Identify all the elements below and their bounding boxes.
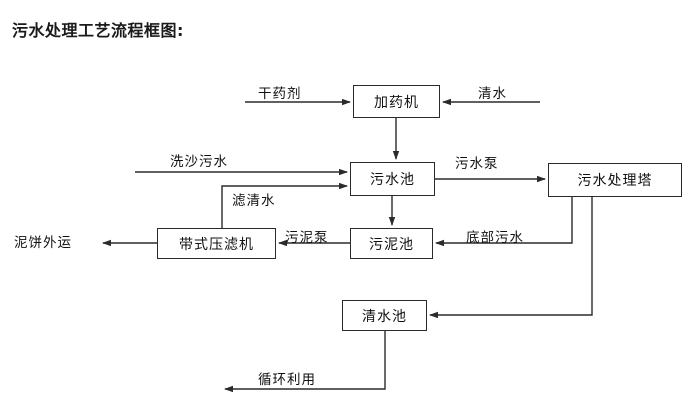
node-belt-filter-press-label: 带式压滤机	[179, 236, 254, 253]
node-treatment-tower[interactable]: 污水处理塔	[548, 163, 682, 197]
node-treatment-tower-label: 污水处理塔	[577, 173, 653, 189]
node-belt-filter-press[interactable]: 带式压滤机	[157, 228, 276, 259]
edge-label-sludge-pump: 污泥泵	[285, 230, 329, 246]
node-clearwater-pool[interactable]: 清水池	[342, 300, 427, 331]
edge-filtered-water-to-wastewater-pool	[221, 182, 348, 228]
edge-tower-bottom-sewage-to-sludge-pool	[435, 197, 573, 247]
edge-label-filtered-clear-water: 滤清水	[232, 193, 276, 209]
edge-label-sewage-pump: 污水泵	[455, 156, 499, 172]
edge-label-dry-chemical: 干药剂	[258, 86, 302, 102]
edge-tower-to-clearwater-pool	[429, 197, 593, 319]
node-sludge-pool[interactable]: 污泥池	[350, 228, 433, 259]
node-dosing-machine-label: 加药机	[374, 94, 419, 111]
terminal-label-mud-cake-out: 泥饼外运	[14, 235, 72, 251]
node-clearwater-pool-label: 清水池	[362, 308, 407, 325]
node-wastewater-pool-label: 污水池	[370, 172, 415, 188]
node-dosing-machine[interactable]: 加药机	[353, 85, 440, 118]
edge-label-bottom-sewage: 底部污水	[466, 230, 524, 246]
edge-label-clean-water: 清水	[478, 86, 507, 102]
edge-clearwater-pool-to-recycle	[224, 331, 386, 393]
page-title: 污水处理工艺流程框图:	[12, 21, 184, 40]
edge-label-recycle-use: 循环利用	[258, 372, 316, 388]
node-wastewater-pool[interactable]: 污水池	[350, 162, 435, 196]
node-sludge-pool-label: 污泥池	[369, 236, 414, 253]
edge-label-sand-wash-sewage: 洗沙污水	[170, 154, 228, 170]
